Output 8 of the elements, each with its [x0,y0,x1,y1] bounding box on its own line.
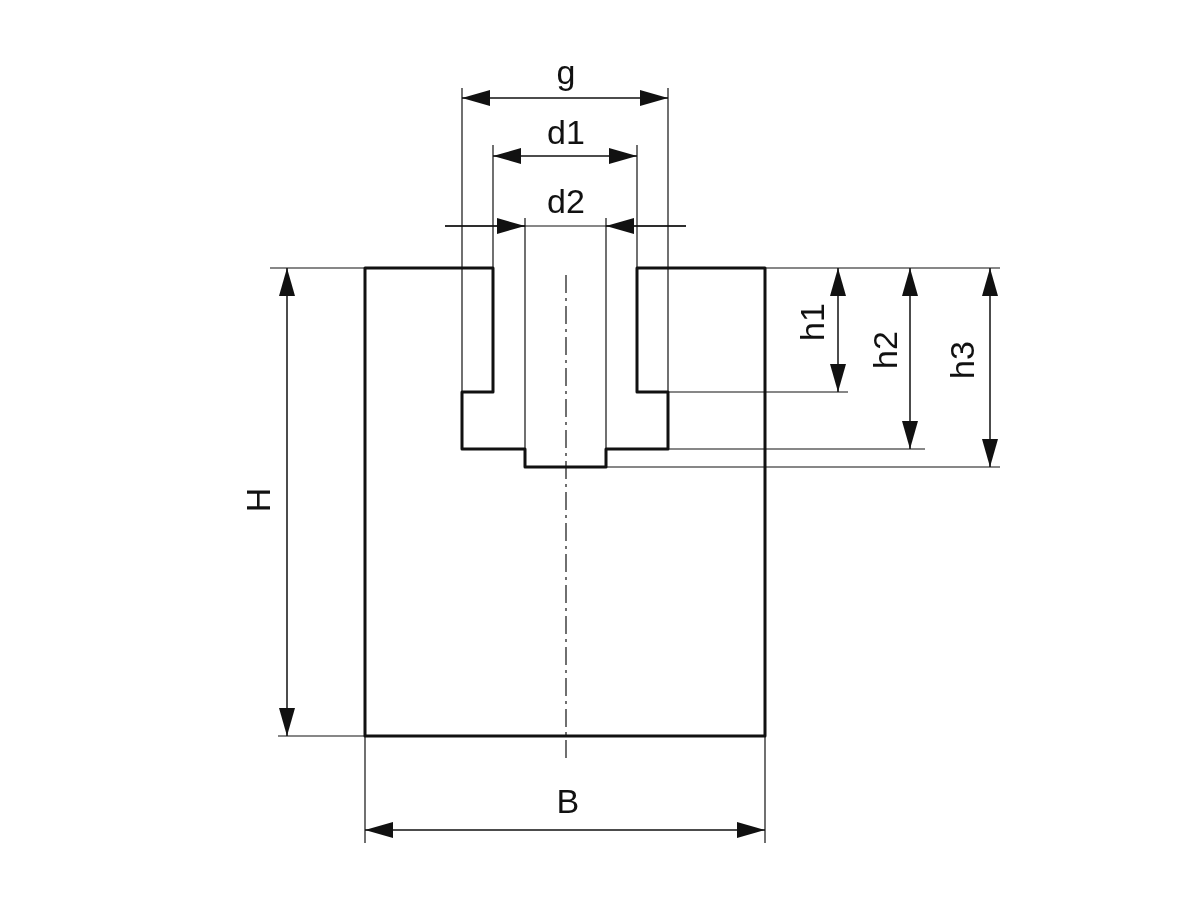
dimension-label: h2 [867,331,902,369]
dimension-label: d2 [547,184,585,218]
dimension-label: H [240,487,275,513]
dimension-label: g [556,55,576,89]
dimension-label: B [556,784,580,818]
dimension-label: h1 [794,303,829,341]
dimension-label: h3 [944,341,979,379]
dimension-label: d1 [547,115,585,149]
